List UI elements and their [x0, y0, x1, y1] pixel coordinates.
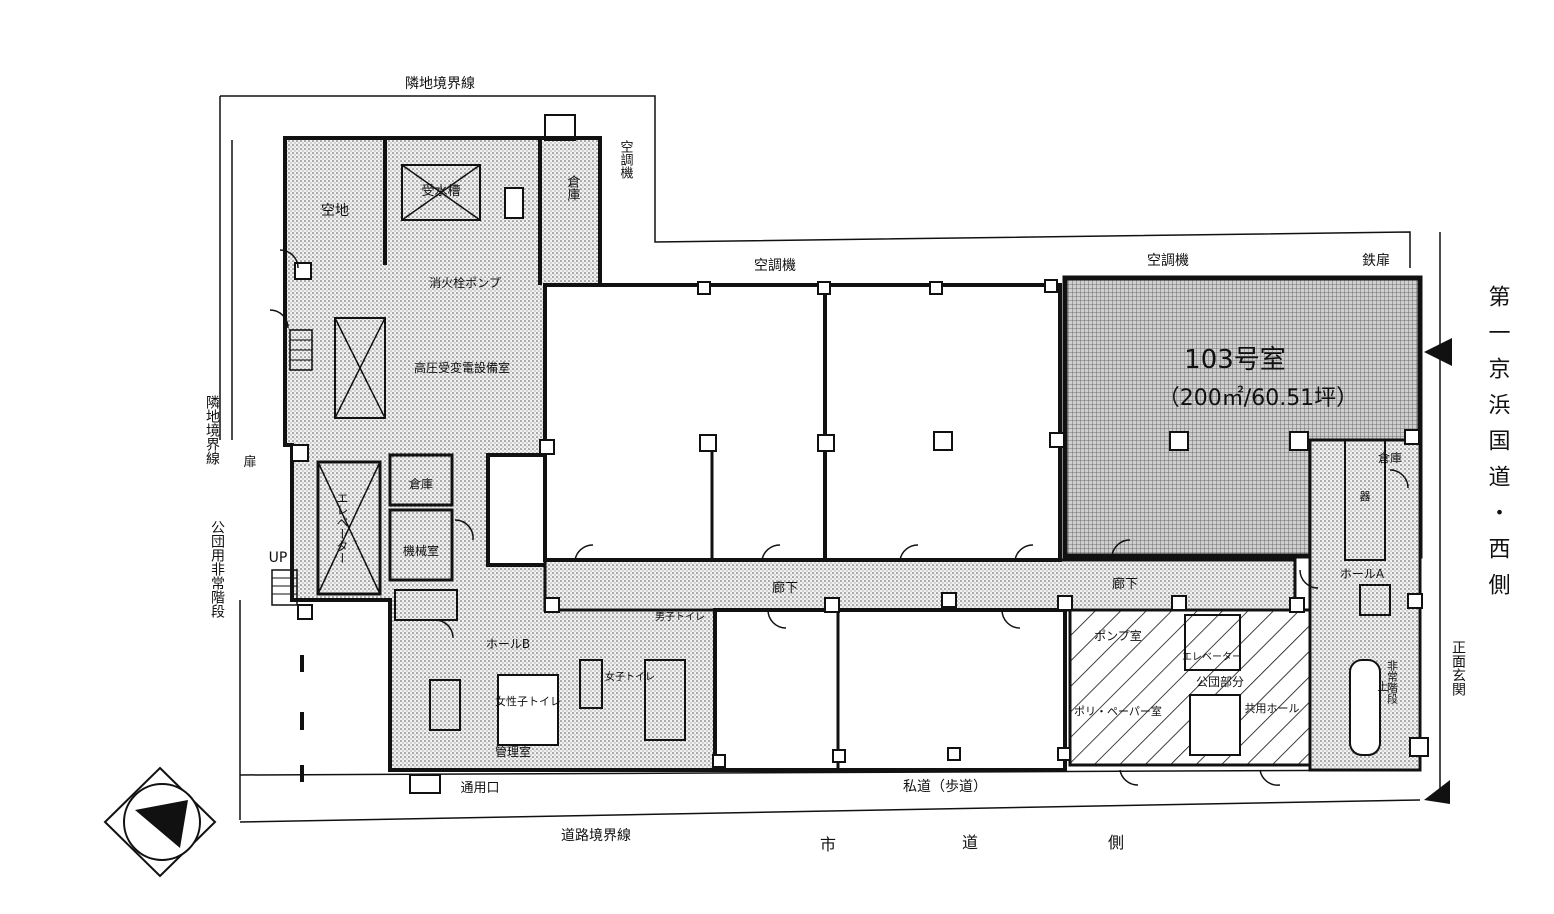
doors — [269, 249, 1409, 786]
stair-left — [271, 329, 313, 606]
pump-room-label: ポンプ室 — [1094, 628, 1142, 643]
wc-m-label: 男子トイレ — [655, 611, 705, 623]
warehouse-label: 倉庫 — [565, 175, 581, 201]
ac-top2-label: 空調機 — [1147, 253, 1189, 269]
pump-label: 消火栓ポンプ — [429, 275, 501, 290]
street-side-label-3: 側 — [1108, 833, 1124, 852]
small-storage-label: 倉庫 — [1378, 450, 1402, 465]
shared-part-label: 公団部分 — [1196, 674, 1244, 689]
beam-label: 鉄扉 — [1362, 253, 1390, 269]
wc-w-label: 女子トイレ — [605, 670, 655, 683]
pump-room2-label: ポリ・ペーパー室 — [1074, 704, 1162, 718]
entrance-arrow-bottom-icon — [1424, 780, 1450, 804]
boundary-left-park-label: 公団用非常階段 — [209, 520, 225, 618]
elevator-label: エレベーター — [335, 492, 349, 564]
office-label: 管理室 — [495, 744, 531, 759]
women-wc-label: 女性子トイレ — [495, 694, 561, 708]
core-walls — [316, 114, 1391, 794]
void-right-label: 空調機 — [618, 140, 634, 179]
street-side-label-2: 道 — [962, 833, 978, 852]
national-road-label: 第一京浜国道・西側 — [1485, 285, 1511, 609]
north-arrow — [103, 766, 217, 878]
storage-small-label: 倉庫 — [409, 476, 433, 491]
substation-label: 高圧受変電設備室 — [414, 360, 510, 375]
ac-top-label: 空調機 — [754, 258, 796, 274]
tenant-areas — [543, 283, 1067, 772]
street-side-label-1: 市 — [820, 835, 836, 854]
boundary-left-label: 隣地境界線 — [204, 395, 220, 465]
room-103-number: 103号室 — [1184, 345, 1286, 375]
water-tank-label: 受水槽 — [421, 184, 460, 199]
void-room-label: 空地 — [321, 203, 349, 219]
main-entrance-label: 正面玄関 — [1450, 640, 1466, 697]
columns — [291, 262, 1429, 768]
small-device-label: 器 — [1360, 490, 1371, 503]
machine-label: 機械室 — [403, 543, 439, 558]
corridor2-label: 廊下 — [1112, 576, 1138, 592]
side-stair-label: 非常階段 — [1386, 660, 1399, 705]
side-door-label: 扉 — [243, 454, 256, 470]
shared-hall-label: 共用ホール — [1245, 702, 1300, 715]
boundary-top-label: 隣地境界線 — [405, 76, 475, 92]
hall-a-label: ホールA — [1340, 567, 1385, 581]
hall-b-label: ホールB — [486, 637, 530, 651]
private-road-label: 私道（歩道） — [903, 779, 987, 795]
small-up-label: 上 — [1378, 680, 1389, 693]
room-103-area: （200㎡/60.51坪） — [1158, 385, 1358, 411]
entrance-arrow-icon — [1424, 338, 1452, 366]
stairs-up-label: UP — [269, 550, 288, 566]
boundary-bottom-label: 道路境界線 — [561, 828, 631, 844]
corridor1-label: 廊下 — [772, 580, 798, 596]
elev2-label: エレベーター — [1182, 651, 1242, 663]
utility-entrance-label: 通用口 — [460, 781, 499, 796]
